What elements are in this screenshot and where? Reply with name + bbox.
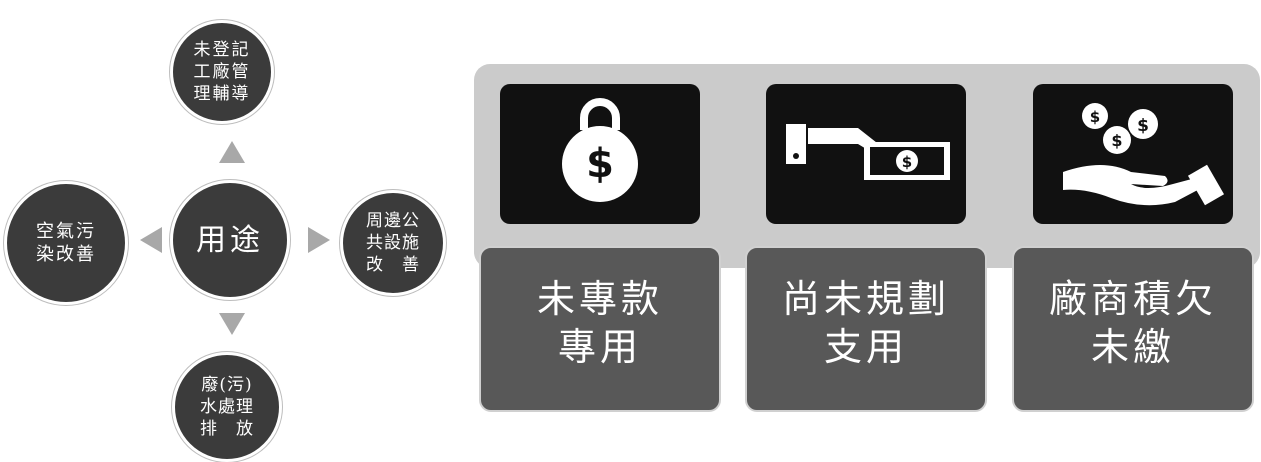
arrow-down-icon [219,313,245,335]
node-center-usage: 用途 [170,180,290,300]
card-label: 廠商積欠 未繳 [1048,277,1217,369]
node-public-facilities: 周邊公 共設施 改 善 [340,190,446,296]
node-wastewater: 廢(污) 水處理 排 放 [172,352,282,462]
hand-with-coins-icon: $ $ $ [1033,84,1233,224]
card-label: 尚未規劃 支用 [781,277,950,369]
card-label: 未專款 專用 [536,277,663,369]
node-public-facilities-label: 周邊公 共設施 改 善 [366,210,420,276]
svg-text:$: $ [1111,131,1122,150]
arrow-left-icon [140,227,162,253]
node-wastewater-label: 廢(污) 水處理 排 放 [200,374,254,440]
hand-giving-cash-icon: $ [766,84,966,224]
arrow-up-icon [219,141,245,163]
svg-text:$: $ [902,153,912,171]
money-bag-lock-icon: $ [500,84,700,224]
svg-text:$: $ [1137,116,1149,136]
svg-text:$: $ [1090,108,1100,126]
node-air-pollution-label: 空氣污 染改善 [36,220,96,265]
label-box-not-dedicated: 未專款 專用 [479,246,721,412]
node-unregistered-factory-label: 未登記 工廠管 理輔導 [193,39,251,105]
node-air-pollution: 空氣污 染改善 [4,181,128,305]
node-center-label: 用途 [196,222,264,258]
svg-text:$: $ [586,141,614,187]
node-unregistered-factory: 未登記 工廠管 理輔導 [170,20,274,124]
arrow-right-icon [308,227,330,253]
label-box-unplanned: 尚未規劃 支用 [745,246,987,412]
label-box-unpaid: 廠商積欠 未繳 [1012,246,1254,412]
